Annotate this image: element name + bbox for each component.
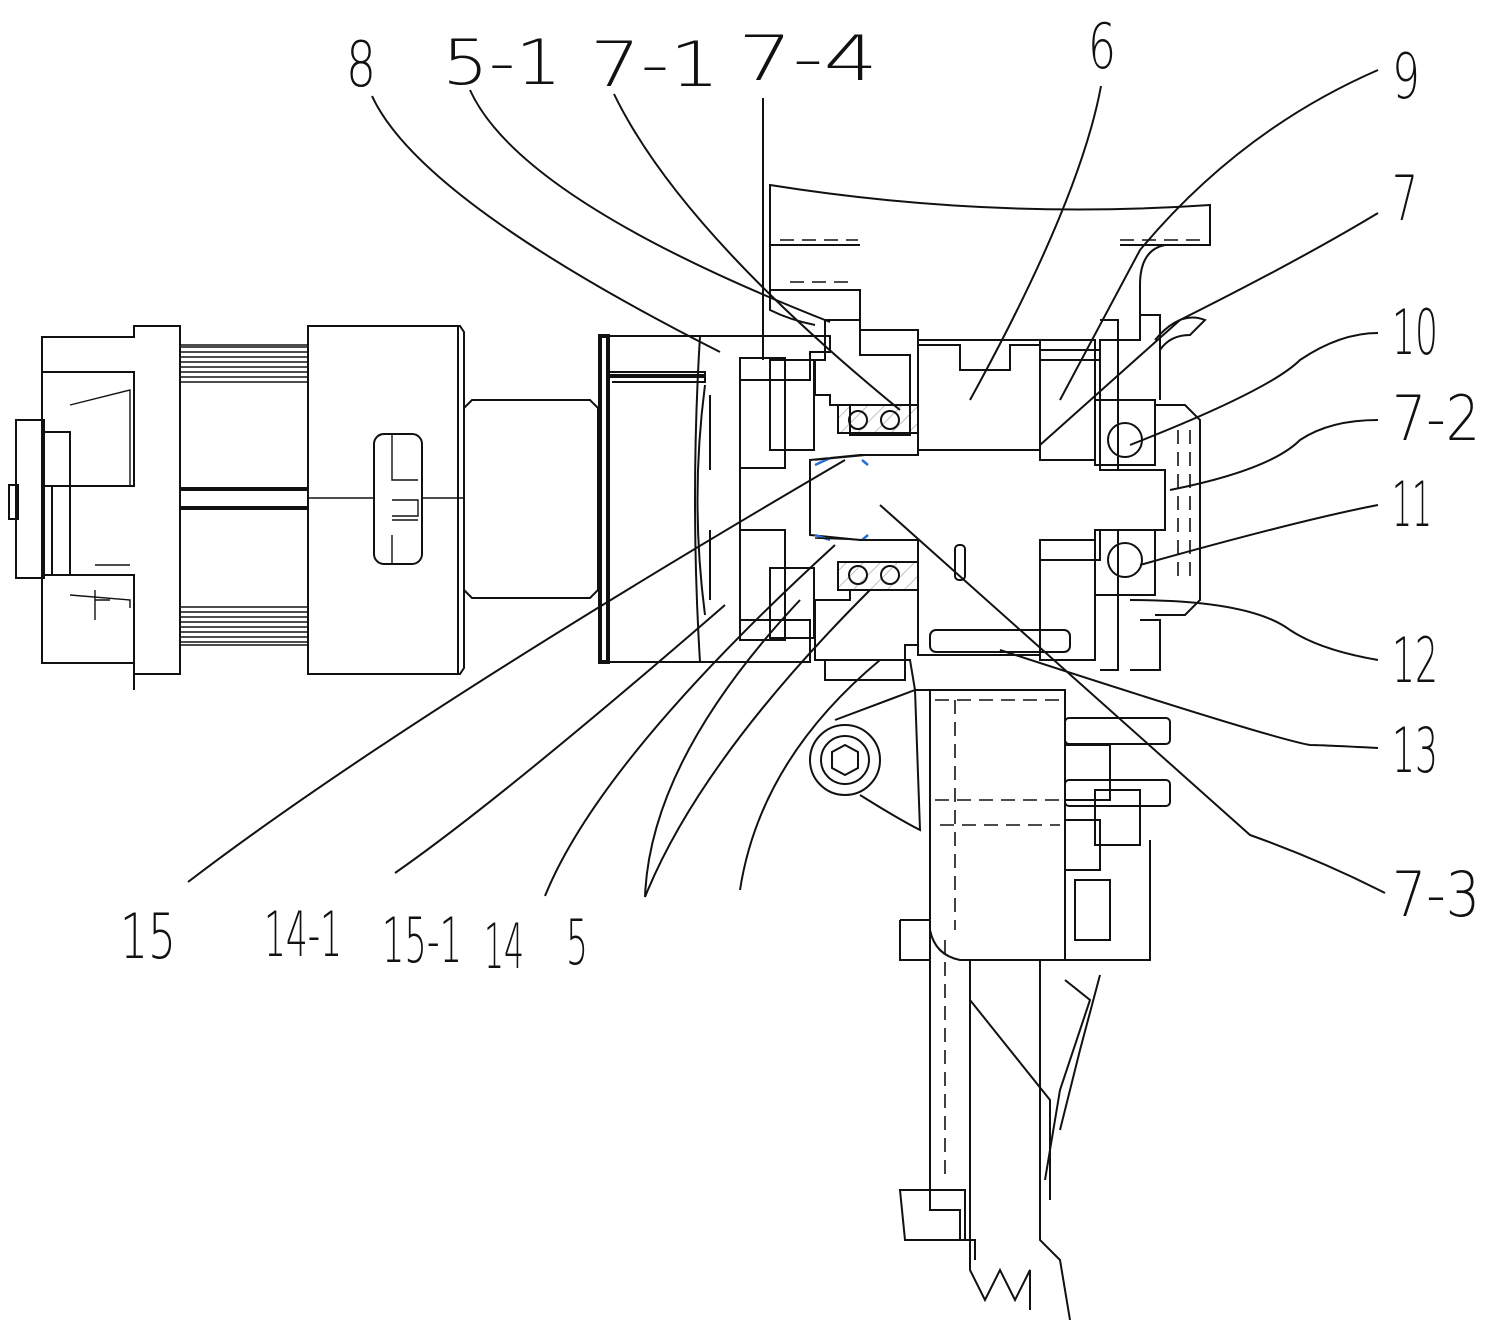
callout-11: 11 xyxy=(1392,468,1432,541)
callout-9: 9 xyxy=(1392,40,1420,113)
leader-15 xyxy=(187,459,846,883)
leader-13 xyxy=(999,649,1379,749)
callout-14-1: 14-1 xyxy=(264,898,342,971)
lower-handle xyxy=(809,659,1171,1321)
leader-lines xyxy=(187,69,1386,898)
callout-7-1: 7-1 xyxy=(590,28,720,101)
leader-5 xyxy=(739,659,881,891)
leader-7-3 xyxy=(879,504,1386,894)
leader-9 xyxy=(1059,69,1379,401)
callout-7-3: 7-3 xyxy=(1392,858,1480,931)
leader-7-2 xyxy=(1169,419,1379,491)
leader-5-1 xyxy=(469,89,831,323)
bearing-11 xyxy=(1094,529,1156,596)
upper-body xyxy=(769,183,1211,361)
callout-7: 7 xyxy=(1392,162,1418,235)
leader-15-1 xyxy=(544,544,836,897)
callout-10: 10 xyxy=(1392,296,1438,369)
leader-8 xyxy=(371,95,721,353)
callout-13: 13 xyxy=(1392,714,1438,787)
callout-15-1: 15-1 xyxy=(382,904,462,977)
leader-7 xyxy=(1039,212,1379,446)
leader-12 xyxy=(1129,599,1379,661)
leader-11 xyxy=(1139,504,1379,566)
bearing-lower xyxy=(837,561,919,591)
leader-6 xyxy=(969,85,1102,401)
leader-14-1 xyxy=(394,604,726,874)
callout-7-4: 7-4 xyxy=(738,22,878,95)
leader-14 xyxy=(644,589,871,898)
callout-7-2: 7-2 xyxy=(1392,382,1480,455)
callout-14: 14 xyxy=(484,910,524,983)
callout-12: 12 xyxy=(1392,624,1438,697)
callout-5: 5 xyxy=(566,906,588,979)
motor-assembly xyxy=(8,325,599,690)
callout-5-1: 5-1 xyxy=(442,26,562,99)
callout-6: 6 xyxy=(1088,10,1116,83)
hex-screw xyxy=(809,724,881,796)
bearing-10 xyxy=(1094,399,1156,466)
stator-laminations xyxy=(180,344,308,646)
leader-7-1 xyxy=(613,93,901,411)
callout-15: 15 xyxy=(120,900,176,973)
callout-labels: 8 5-1 7-1 7-4 6 9 7 10 7-2 11 12 13 7-3 … xyxy=(120,10,1480,983)
leader-10 xyxy=(1129,332,1379,446)
callout-8: 8 xyxy=(346,28,376,101)
gearbox-housing xyxy=(598,314,1207,681)
